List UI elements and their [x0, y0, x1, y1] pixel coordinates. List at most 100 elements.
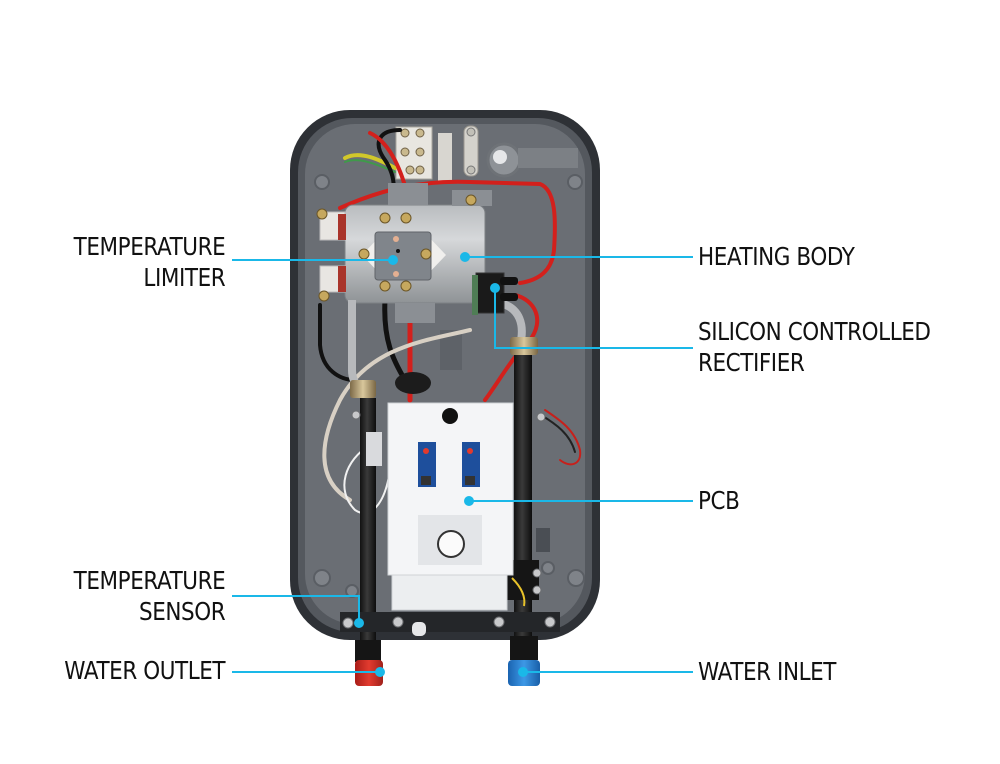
- label-water-inlet: WATER INLET: [698, 656, 836, 687]
- screw-icon: [532, 568, 542, 578]
- outlet-brass-nut: [350, 380, 376, 398]
- element-seal: [338, 266, 346, 292]
- leader-dot: [375, 667, 385, 677]
- screw-icon: [316, 208, 328, 220]
- sensor-white-leads: [343, 444, 391, 515]
- flow-switch-knob: [437, 530, 465, 558]
- label-line: TEMPERATURE: [73, 566, 225, 595]
- screw-icon: [400, 128, 410, 138]
- pcb-module: [366, 402, 514, 636]
- relief-channel: [518, 148, 578, 168]
- label-heating-body: HEATING BODY: [698, 241, 855, 272]
- screw-icon: [415, 165, 425, 175]
- label-temperature-sensor: TEMPERATURE SENSOR: [73, 565, 225, 627]
- screw-icon: [342, 617, 354, 629]
- housing-rib: [440, 330, 462, 370]
- ferrite-ring: [395, 372, 431, 394]
- label-line: TEMPERATURE: [73, 232, 225, 261]
- pcb-board-left: [418, 442, 436, 487]
- label-silicon-controlled-rectifier: SILICON CONTROLLED RECTIFIER: [698, 316, 931, 378]
- scr-body: [475, 272, 505, 314]
- label-line: WATER INLET: [698, 657, 837, 686]
- inlet-brass-nut: [510, 337, 538, 355]
- boss: [567, 174, 583, 190]
- scr-connector: [500, 277, 518, 285]
- leader-dot: [388, 255, 398, 265]
- flow-sensor-wire: [511, 577, 526, 607]
- terminal-block: [395, 125, 578, 181]
- bottom-mounting-bracket: [340, 612, 560, 632]
- screw-icon: [400, 212, 412, 224]
- housing-clip: [536, 528, 550, 552]
- screw-icon: [466, 127, 476, 137]
- label-line: SILICON CONTROLLED: [698, 317, 931, 346]
- screw-icon: [358, 248, 370, 260]
- led-indicator: [423, 448, 429, 454]
- label-pcb: PCB: [698, 485, 740, 516]
- pcb-board-right: [462, 442, 480, 487]
- outlet-thread: [355, 640, 381, 662]
- screw-icon: [466, 165, 476, 175]
- pcb-grommet: [442, 408, 458, 424]
- leader-dot: [460, 252, 470, 262]
- pressure-relief-port-center: [493, 150, 507, 164]
- screw-icon: [379, 280, 391, 292]
- leader-dot: [490, 283, 500, 293]
- scr-board: [472, 275, 478, 315]
- sensor-clip: [366, 432, 382, 466]
- screw-icon: [465, 194, 477, 206]
- terminal-label-strip: [438, 133, 452, 181]
- cable-clamp: [463, 125, 479, 177]
- label-temperature-limiter: TEMPERATURE LIMITER: [73, 231, 225, 293]
- screw-icon: [351, 410, 361, 420]
- drain-nub: [412, 622, 426, 636]
- screw-icon: [415, 128, 425, 138]
- screw-icon: [536, 412, 546, 422]
- label-line: PCB: [698, 486, 740, 515]
- boss: [541, 561, 555, 575]
- screw-icon: [392, 616, 404, 628]
- leader-temperature-sensor: [232, 595, 360, 623]
- screw-icon: [544, 616, 556, 628]
- leader-dot: [354, 618, 364, 628]
- pcb-button: [421, 476, 431, 485]
- cylinder-bracket-bottom: [395, 303, 435, 323]
- braided-sensor-lead: [322, 328, 472, 502]
- callout-leaders: [232, 252, 693, 677]
- label-line: WATER OUTLET: [64, 656, 225, 685]
- leader-dot: [518, 667, 528, 677]
- screw-icon: [318, 290, 330, 302]
- screw-icon: [400, 280, 412, 292]
- mounting-bosses: [313, 174, 585, 598]
- screw-icon: [379, 212, 391, 224]
- screw-icon: [400, 147, 410, 157]
- screw-icon: [532, 585, 542, 595]
- limiter-contact: [393, 236, 399, 242]
- boss: [567, 569, 585, 587]
- label-line: HEATING BODY: [698, 242, 855, 271]
- limiter-reset-hole: [396, 249, 400, 253]
- limiter-contact: [393, 271, 399, 277]
- screw-icon: [405, 165, 415, 175]
- led-indicator: [467, 448, 473, 454]
- boss: [314, 174, 330, 190]
- screw-icon: [420, 248, 432, 260]
- label-water-outlet: WATER OUTLET: [64, 655, 225, 686]
- black-element-wire: [382, 297, 408, 383]
- screw-icon: [493, 616, 505, 628]
- element-seal: [338, 214, 346, 240]
- screw-icon: [415, 147, 425, 157]
- leader-dot: [464, 496, 474, 506]
- pcb-cover-lower: [391, 574, 508, 611]
- label-line: RECTIFIER: [698, 348, 805, 377]
- ground-wire: [343, 153, 397, 170]
- label-line: SENSOR: [138, 597, 226, 626]
- temperature-limiter: [316, 194, 477, 302]
- inlet-pipe: [514, 355, 532, 655]
- silicon-controlled-rectifier: [472, 272, 518, 315]
- scr-connector: [500, 293, 518, 301]
- pcb-red-lead: [544, 409, 582, 466]
- label-line: LIMITER: [143, 263, 225, 292]
- boss: [313, 569, 331, 587]
